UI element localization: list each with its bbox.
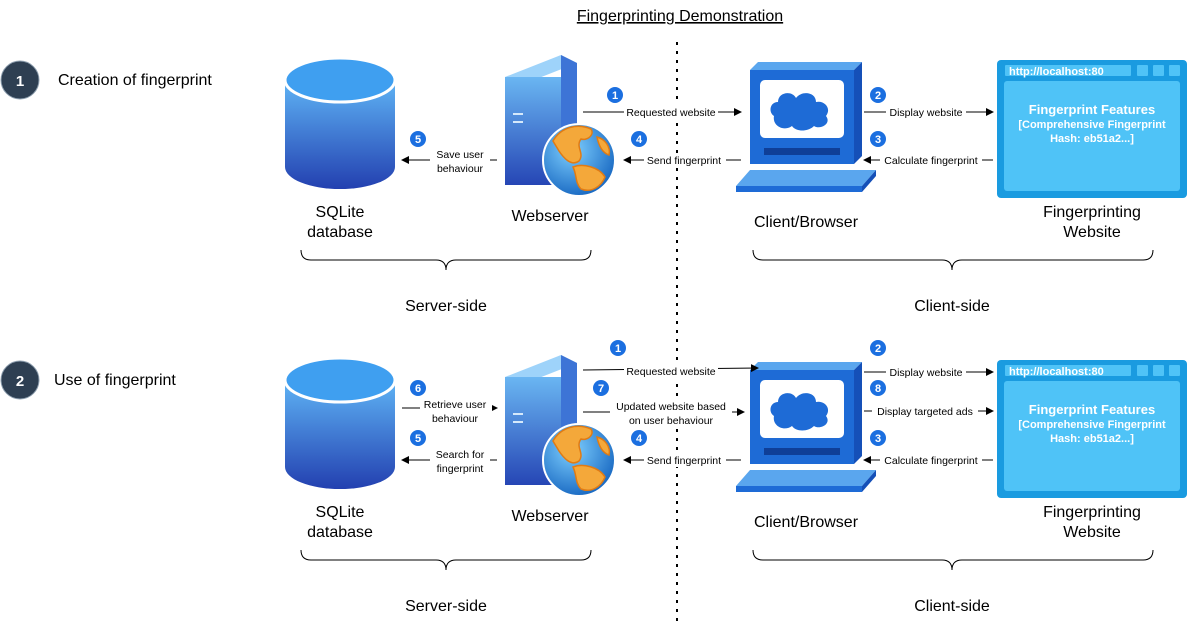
section-label: Creation of fingerprint — [58, 72, 212, 89]
step-number: 1 — [612, 90, 618, 102]
server-side-label: Server-side — [405, 598, 487, 615]
section-use: 2 Use of fingerprint SQLite database Web… — [0, 340, 1187, 615]
step-number: 5 — [415, 134, 421, 146]
step-number: 3 — [875, 134, 881, 146]
client-side-label: Client-side — [914, 298, 990, 315]
section-number: 2 — [16, 373, 24, 390]
step-number: 4 — [636, 433, 643, 445]
section-label: Use of fingerprint — [54, 372, 176, 389]
step-badge — [410, 131, 426, 147]
step-badge — [610, 340, 626, 356]
step-label-line1: Search for — [436, 449, 485, 461]
client-browser-label: Client/Browser — [754, 514, 859, 531]
step-number: 2 — [875, 343, 881, 355]
step-badge — [410, 430, 426, 446]
step-badge — [870, 380, 886, 396]
client-side-label: Client-side — [914, 598, 990, 615]
section-number-badge — [0, 60, 40, 100]
fingerprint-box-title: Fingerprint Features — [1029, 402, 1155, 417]
step-badge — [593, 380, 609, 396]
section-number-badge — [0, 360, 40, 400]
step-number: 6 — [415, 383, 421, 395]
step-badge — [870, 340, 886, 356]
database-label-line1: SQLite — [316, 204, 365, 221]
step-badge — [870, 87, 886, 103]
webserver-label: Webserver — [511, 508, 589, 525]
browser-url: http://localhost:80 — [1009, 66, 1104, 78]
step-badge — [870, 430, 886, 446]
website-label-line2: Website — [1063, 224, 1121, 241]
step-label-line2: behaviour — [437, 163, 484, 175]
fingerprint-box-line1: [Comprehensive Fingerprint — [1018, 119, 1166, 131]
database-label-line2: database — [307, 224, 373, 241]
step-label: Display website — [890, 107, 963, 119]
step-label: Calculate fingerprint — [884, 455, 977, 467]
server-side-brace — [300, 549, 592, 571]
fingerprint-box-line2: Hash: eb51a2...] — [1050, 433, 1134, 445]
webserver-icon — [504, 54, 616, 197]
step-number: 3 — [875, 433, 881, 445]
diagram-title: Fingerprinting Demonstration — [577, 8, 783, 25]
step-label-line2: on user behaviour — [629, 415, 714, 427]
step-label-line1: Save user — [436, 149, 484, 161]
step-number: 2 — [875, 90, 881, 102]
database-label-line2: database — [307, 524, 373, 541]
webserver-icon — [504, 354, 616, 497]
fingerprint-box-line2: Hash: eb51a2...] — [1050, 133, 1134, 145]
step-badge — [870, 131, 886, 147]
step-label-line1: Updated website based — [616, 401, 726, 413]
step-number: 8 — [875, 383, 881, 395]
fingerprint-box-line1: [Comprehensive Fingerprint — [1018, 419, 1166, 431]
client-side-brace — [752, 249, 1154, 271]
step-badge — [410, 380, 426, 396]
section-creation: 1 Creation of fingerprint SQLite databas… — [0, 54, 1187, 315]
step-label: Requested website — [626, 366, 715, 378]
step-label: Requested website — [626, 107, 715, 119]
step-label-line1: Retrieve user — [424, 399, 487, 411]
sqlite-database-icon — [283, 356, 397, 491]
step-badge — [607, 87, 623, 103]
step-number: 5 — [415, 433, 421, 445]
step-label: Display website — [890, 367, 963, 379]
step-number: 4 — [636, 134, 643, 146]
browser-url: http://localhost:80 — [1009, 366, 1104, 378]
step-label-line2: fingerprint — [437, 463, 484, 475]
fingerprint-box-title: Fingerprint Features — [1029, 102, 1155, 117]
webserver-label: Webserver — [511, 208, 589, 225]
client-computer-icon — [736, 362, 876, 492]
step-number: 1 — [615, 343, 621, 355]
database-label-line1: SQLite — [316, 504, 365, 521]
client-computer-icon — [736, 62, 876, 192]
step-label: Display targeted ads — [877, 406, 973, 418]
step-label: Send fingerprint — [647, 455, 721, 467]
client-side-brace — [752, 549, 1154, 571]
client-browser-label: Client/Browser — [754, 214, 859, 231]
step-number: 7 — [598, 383, 604, 395]
website-label-line1: Fingerprinting — [1043, 204, 1141, 221]
step-badge — [631, 131, 647, 147]
section-number: 1 — [16, 73, 24, 90]
server-side-label: Server-side — [405, 298, 487, 315]
website-label-line1: Fingerprinting — [1043, 504, 1141, 521]
step-label: Send fingerprint — [647, 155, 721, 167]
sqlite-database-icon — [283, 56, 397, 191]
website-label-line2: Website — [1063, 524, 1121, 541]
step-label-line2: behaviour — [432, 413, 479, 425]
server-side-brace — [300, 249, 592, 271]
step-label: Calculate fingerprint — [884, 155, 977, 167]
step-badge — [631, 430, 647, 446]
